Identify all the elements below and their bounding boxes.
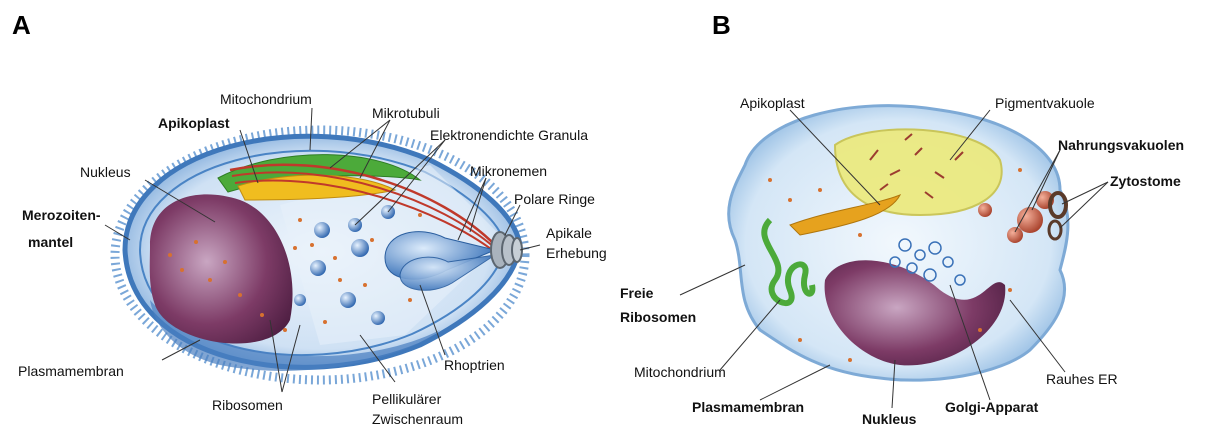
label-a-mikrotubuli: Mikrotubuli xyxy=(372,105,440,121)
label-b-rauhes-er: Rauhes ER xyxy=(1046,371,1118,387)
label-b-nahrungsvakuolen: Nahrungsvakuolen xyxy=(1058,137,1184,153)
label-a-ribosomen: Ribosomen xyxy=(212,397,283,413)
label-a-pellikular-1: Pellikulärer xyxy=(372,391,442,407)
label-b-golgi: Golgi-Apparat xyxy=(945,399,1039,415)
label-b-zytostome: Zytostome xyxy=(1110,173,1181,189)
label-a-granula: Elektronendichte Granula xyxy=(430,127,588,143)
food-vacuole-4 xyxy=(978,203,992,217)
label-a-apikale-2: Erhebung xyxy=(546,245,607,261)
label-a-mitochondrium: Mitochondrium xyxy=(220,91,312,107)
trophozoite-illustration xyxy=(680,106,1108,408)
label-b-pigmentvakuole: Pigmentvakuole xyxy=(995,95,1095,111)
label-a-nukleus: Nukleus xyxy=(80,164,131,180)
food-vacuole-1 xyxy=(1017,207,1043,233)
label-a-apikale-1: Apikale xyxy=(546,225,592,241)
label-a-polare-ringe: Polare Ringe xyxy=(514,191,595,207)
label-b-apikoplast: Apikoplast xyxy=(740,95,805,111)
label-b-freie-1: Freie xyxy=(620,285,654,301)
label-a-merozoiten-1: Merozoiten- xyxy=(22,207,101,223)
label-a-plasmamembran: Plasmamembran xyxy=(18,363,124,379)
label-a-merozoiten-2: mantel xyxy=(28,234,73,250)
label-b-freie-2: Ribosomen xyxy=(620,309,696,325)
label-a-mikronemen: Mikronemen xyxy=(470,163,547,179)
label-b-mitochondrium: Mitochondrium xyxy=(634,364,726,380)
label-b-nukleus: Nukleus xyxy=(862,411,917,427)
label-a-pellikular-2: Zwischenraum xyxy=(372,411,463,427)
label-b-plasmamembran: Plasmamembran xyxy=(692,399,804,415)
merozoite-illustration xyxy=(105,108,540,392)
label-a-apikoplast: Apikoplast xyxy=(158,115,230,131)
label-a-rhoptrien: Rhoptrien xyxy=(444,357,505,373)
food-vacuole-3 xyxy=(1007,227,1023,243)
